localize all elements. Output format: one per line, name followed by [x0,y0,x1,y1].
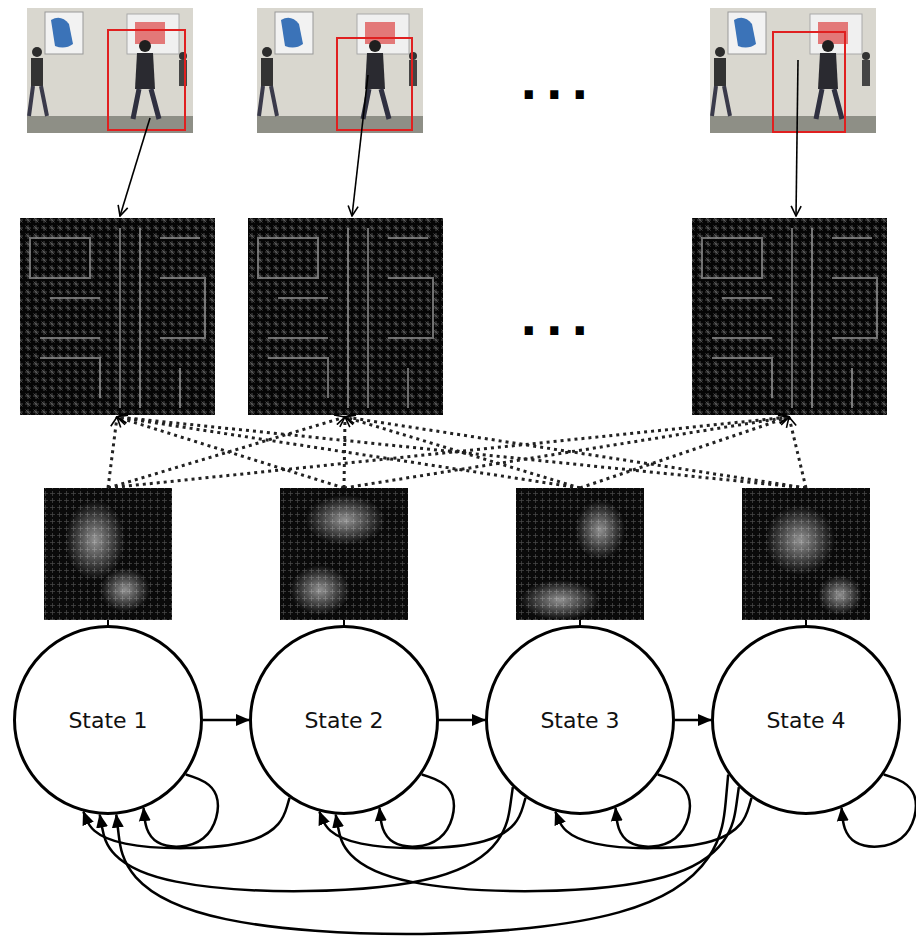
filter-response [520,580,600,620]
emission-link [580,417,789,488]
emission-link [345,417,580,488]
video-frame [710,8,876,133]
filter-response [100,568,150,612]
filter-response [765,505,835,575]
filter-response [305,495,385,545]
circle-shape [487,627,674,814]
filter-response [290,565,350,615]
state-filter [280,488,408,620]
state-label: State 2 [304,708,383,733]
emission-link [108,417,117,488]
feature-arrow [352,75,368,216]
emission-link [345,417,806,488]
filter-response [65,500,125,580]
state-filter [742,488,870,620]
video-frame [257,8,423,133]
state-circle: State 4 [711,625,901,815]
hog-map [692,218,887,415]
state-label: State 4 [766,708,845,733]
state-label: State 3 [540,708,619,733]
transition-arrow [439,719,485,722]
ellipsis-mark: ... [520,296,596,342]
transition-arrow [116,774,728,934]
circle-shape [251,627,438,814]
state-filter [44,488,172,620]
emission-link [344,417,345,488]
transition-arrow [203,719,249,722]
circle-shape [713,627,900,814]
tracking-box [337,38,412,130]
emission-links [108,417,806,488]
state-circle: State 1 [13,625,203,815]
tracking-box [773,32,845,132]
hog-map [248,218,443,415]
feature-arrow [120,118,150,216]
emission-link [789,417,806,488]
filter-response [818,575,862,615]
hog-map [20,218,215,415]
hog-structure [30,228,205,408]
feature-arrow [796,60,798,216]
hog-structure [702,228,877,408]
emission-link [117,417,580,488]
hog-structure [258,228,433,408]
state-circle: State 3 [485,625,675,815]
filter-response [575,500,625,560]
ellipsis-mark: ... [520,60,596,106]
transition-arrow [675,719,711,722]
emission-link [108,417,789,488]
emission-link [108,417,345,488]
state-circle: State 2 [249,625,439,815]
emission-link [344,417,789,488]
video-frame [27,8,193,133]
state-label: State 1 [68,708,147,733]
state-filter [516,488,644,620]
circle-shape [15,627,202,814]
tracking-box [108,30,185,130]
